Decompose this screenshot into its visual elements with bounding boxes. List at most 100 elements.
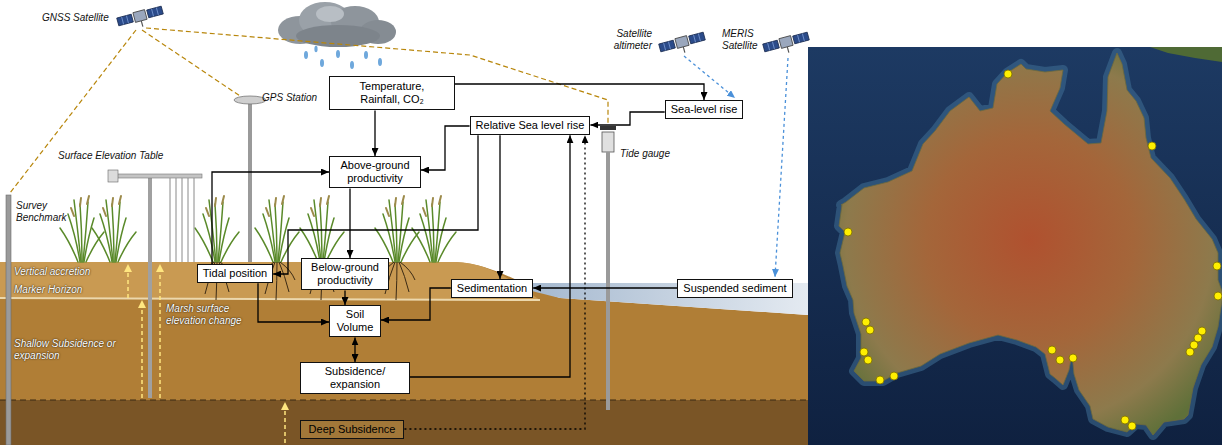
gnss-signal — [10, 30, 136, 193]
callout-label: Shallow Subsidence or expansion — [14, 338, 118, 362]
callout-label: Vertical accretion — [14, 266, 90, 278]
study-site — [876, 376, 884, 384]
marsh-vegetation — [60, 196, 104, 262]
study-site — [1121, 416, 1129, 424]
process-box: Subsidence/ expansion — [300, 362, 410, 394]
process-box: Below-ground productivity — [301, 258, 389, 290]
study-site — [866, 326, 874, 334]
study-site — [1128, 422, 1136, 430]
tide-gauge — [600, 126, 616, 130]
surface-elevation-table — [170, 178, 171, 262]
callout-label: Marsh surface elevation change — [166, 303, 250, 327]
box-text: Sedimentation — [457, 282, 527, 295]
flow-arrow — [404, 135, 585, 429]
rain-drops — [314, 46, 317, 52]
study-site — [862, 318, 870, 326]
study-site — [864, 356, 872, 364]
deep-layer — [0, 400, 808, 445]
surface-elevation-table — [112, 174, 202, 178]
box-text: Soil Volume — [335, 308, 375, 334]
box-text: Suspended sediment — [683, 282, 786, 295]
survey-benchmark — [6, 195, 11, 445]
marsh-vegetation — [195, 196, 239, 262]
illustration — [658, 31, 707, 58]
process-box: Relative Sea level rise — [470, 116, 591, 135]
flow-arrow — [349, 188, 350, 258]
box-text: Above-ground productivity — [335, 159, 415, 185]
gps-station — [234, 96, 266, 262]
study-site — [844, 70, 1222, 430]
marsh-vegetation — [412, 196, 456, 262]
callout-label: Marker Horizon — [14, 284, 82, 296]
rain-drops — [304, 51, 308, 59]
callout-label: GPS Station — [262, 92, 317, 104]
surface-elevation-table — [170, 178, 194, 262]
gnss-signal — [10, 28, 608, 193]
tide-gauge — [600, 126, 616, 410]
study-site — [1048, 346, 1056, 354]
rain-cloud — [278, 2, 396, 47]
study-site — [1056, 356, 1064, 364]
flow-arrow — [421, 126, 470, 170]
deep-layer-boundary — [0, 399, 808, 400]
flow-arrow — [381, 288, 451, 320]
study-site — [1148, 142, 1156, 150]
box-text: Subsidence/ expansion — [319, 365, 391, 391]
illustration — [762, 31, 811, 58]
box-text: Tidal position — [203, 267, 267, 280]
marsh-vegetation — [255, 196, 299, 262]
remote-sensing-beam — [684, 56, 735, 98]
process-box: Temperature, Rainfall, CO₂ — [329, 76, 455, 110]
accretion-layer — [0, 262, 540, 300]
flow-arrow — [354, 337, 355, 362]
process-box: Above-ground productivity — [329, 156, 421, 188]
flow-arrow — [499, 135, 500, 279]
flow-arrow — [273, 135, 478, 274]
marsh-ground — [0, 262, 808, 445]
callout-label: Survey Benchmark — [16, 200, 78, 224]
flow-arrow — [344, 290, 345, 305]
process-box: Sea-level rise — [665, 100, 744, 119]
surface-elevation-table — [182, 178, 183, 262]
flow-arrow — [410, 135, 570, 377]
flow-arrow — [455, 84, 704, 100]
continental-shelf — [839, 53, 1222, 435]
callout-label: Satellite altimeter — [598, 28, 652, 52]
gps-station — [248, 102, 252, 262]
box-text: Deep Subsidence — [309, 423, 396, 436]
rain-drops — [378, 58, 382, 66]
study-site — [1198, 327, 1206, 335]
process-box: Soil Volume — [329, 305, 381, 337]
study-site — [860, 348, 868, 356]
elevation-arrow — [127, 268, 129, 298]
rain-drops — [304, 46, 382, 69]
process-box: Tidal position — [197, 264, 273, 283]
study-site — [1069, 354, 1077, 362]
elevation-arrow — [284, 406, 286, 443]
surface-elevation-table — [108, 170, 202, 398]
study-site — [1213, 262, 1221, 270]
surface-elevation-table — [148, 178, 152, 398]
study-site — [1004, 70, 1012, 78]
study-site — [890, 372, 898, 380]
flow-arrow — [533, 287, 677, 288]
new-guinea-land — [1150, 47, 1222, 62]
marker-horizon — [0, 298, 540, 300]
surface-elevation-table — [108, 170, 118, 182]
site-map — [808, 47, 1222, 445]
study-site — [844, 228, 852, 236]
rain-drops — [364, 51, 368, 59]
process-box: Sedimentation — [451, 279, 533, 298]
gnss-signal — [146, 28, 608, 124]
elevation-arrow — [159, 268, 161, 398]
layer-box: Deep Subsidence — [300, 420, 405, 439]
box-text: Below-ground productivity — [307, 261, 383, 287]
surface-elevation-table — [188, 178, 189, 262]
remote-sensing-beam — [684, 56, 788, 277]
site-map — [808, 47, 1222, 445]
flow-arrow — [374, 110, 375, 156]
process-box: Suspended sediment — [677, 279, 792, 298]
